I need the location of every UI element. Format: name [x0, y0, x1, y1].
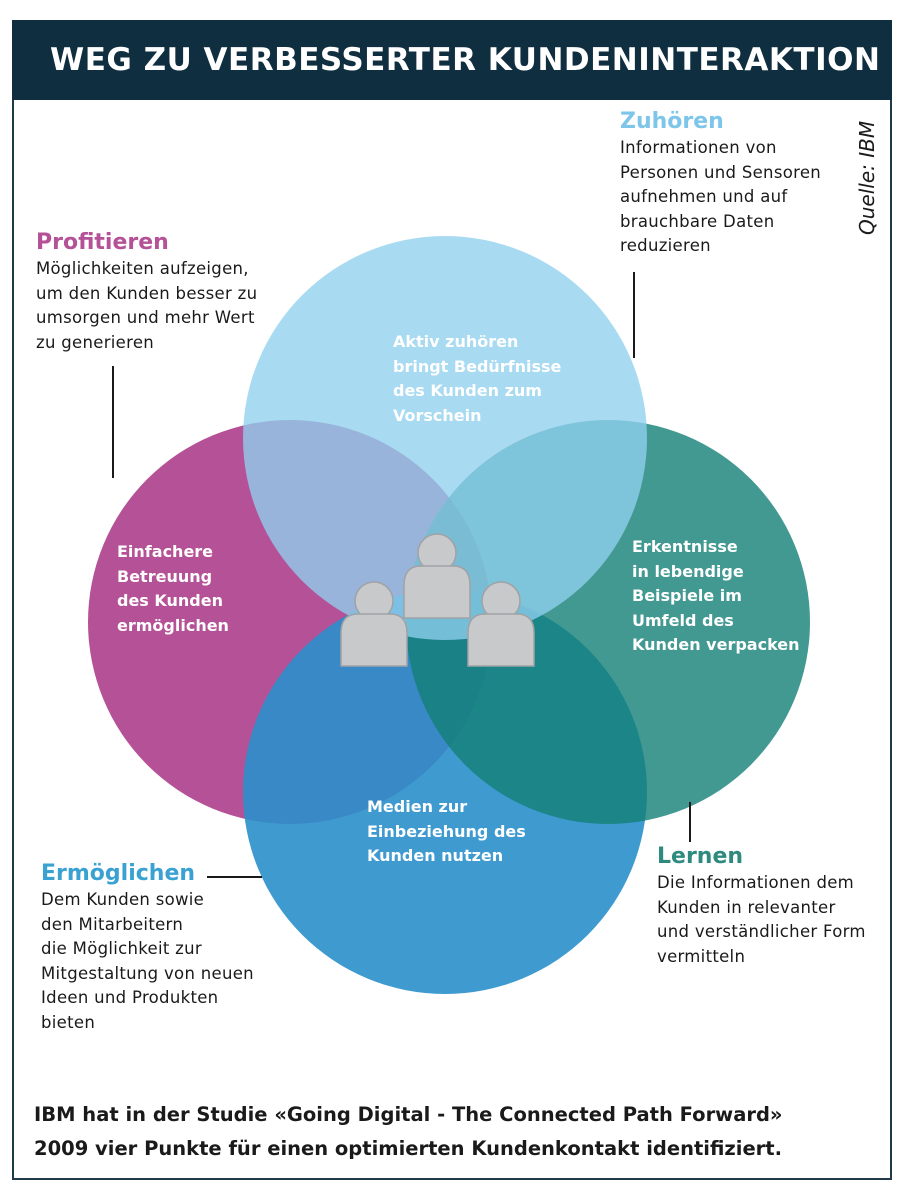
source-label: Quelle: IBM [855, 120, 879, 235]
block-title-zuhoeren: Zuhören [620, 109, 724, 134]
inner-text-zuhoeren: Aktiv zuhören bringt Bedürfnisse des Kun… [393, 332, 562, 425]
block-title-profitieren: Profitieren [36, 230, 169, 255]
block-text-zuhoeren: Informationen von Personen und Sensoren … [620, 138, 822, 256]
header-bar: WEG ZU VERBESSERTER KUNDENINTERAKTION [12, 20, 892, 100]
block-title-lernen: Lernen [657, 844, 744, 869]
footer-note: IBM hat in der Studie «Going Digital - T… [34, 1103, 783, 1160]
block-text-profitieren: Möglichkeiten aufzeigen, um den Kunden b… [36, 259, 258, 352]
inner-text-profitieren: Einfachere Betreuung des Kunden ermöglic… [117, 542, 229, 635]
inner-text-lernen: Erkentnisse in lebendige Beispiele im Um… [632, 537, 800, 654]
block-text-lernen: Die Informationen dem Kunden in relevant… [657, 873, 866, 966]
person-center-icon [403, 533, 471, 619]
inner-text-ermoeglichen: Medien zur Einbeziehung des Kunden nutze… [367, 797, 526, 865]
block-ermoeglichen: Ermöglichen Dem Kunden sowie den Mitarbe… [41, 860, 254, 1036]
circle-zuhoeren [243, 236, 647, 640]
block-zuhoeren: Zuhören Informationen von Personen und S… [620, 108, 821, 259]
block-profitieren: Profitieren Möglichkeiten aufzeigen, um … [36, 229, 257, 355]
block-title-ermoeglichen: Ermöglichen [41, 861, 196, 886]
block-lernen: Lernen Die Informationen dem Kunden in r… [657, 843, 866, 969]
block-text-ermoeglichen: Dem Kunden sowie den Mitarbeitern die Mö… [41, 890, 254, 1032]
person-right-icon [467, 581, 535, 667]
people-group-icon [340, 533, 535, 667]
page-title: WEG ZU VERBESSERTER KUNDENINTERAKTION [50, 42, 881, 78]
person-left-icon [340, 581, 408, 667]
